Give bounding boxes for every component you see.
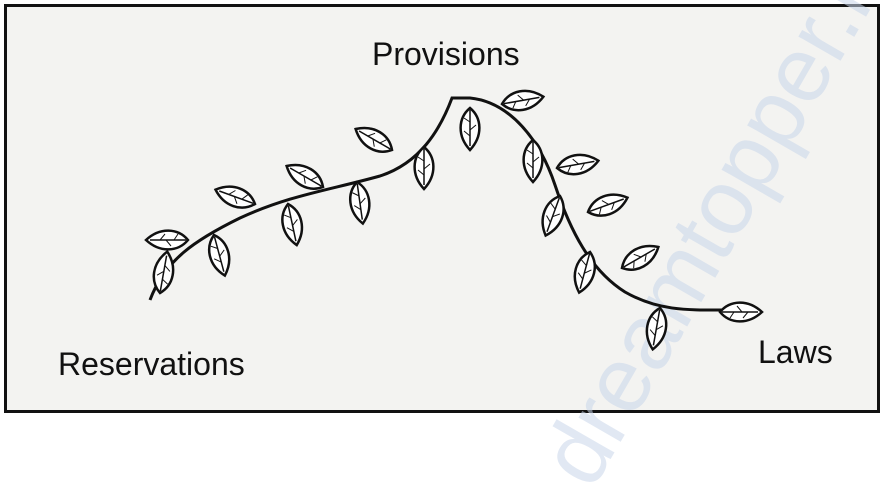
leaf-icon (554, 150, 602, 179)
leaf-icon (499, 86, 547, 115)
leaf-icon (413, 145, 435, 191)
vine-diagram (144, 86, 764, 353)
leaf-icon (349, 119, 398, 160)
label-reservations: Reservations (58, 346, 245, 382)
label-provisions: Provisions (372, 36, 520, 72)
leaf-icon (583, 187, 632, 223)
vine-stem (148, 96, 736, 312)
leaf-icon (642, 305, 671, 353)
leaf-icon (203, 231, 236, 280)
label-laws: Laws (758, 334, 833, 370)
leaf-icon (718, 301, 764, 323)
leaf-icon (277, 200, 308, 249)
leaf-icon (346, 179, 374, 227)
leaf-icon (522, 138, 544, 184)
leaf-icon (459, 106, 481, 152)
diagram-frame (4, 4, 880, 413)
leaf-icon (144, 229, 190, 251)
leaf-icon (211, 179, 260, 215)
leaf-icon (535, 191, 571, 240)
leaf-icon (616, 237, 665, 278)
leaf-icon (568, 248, 601, 297)
